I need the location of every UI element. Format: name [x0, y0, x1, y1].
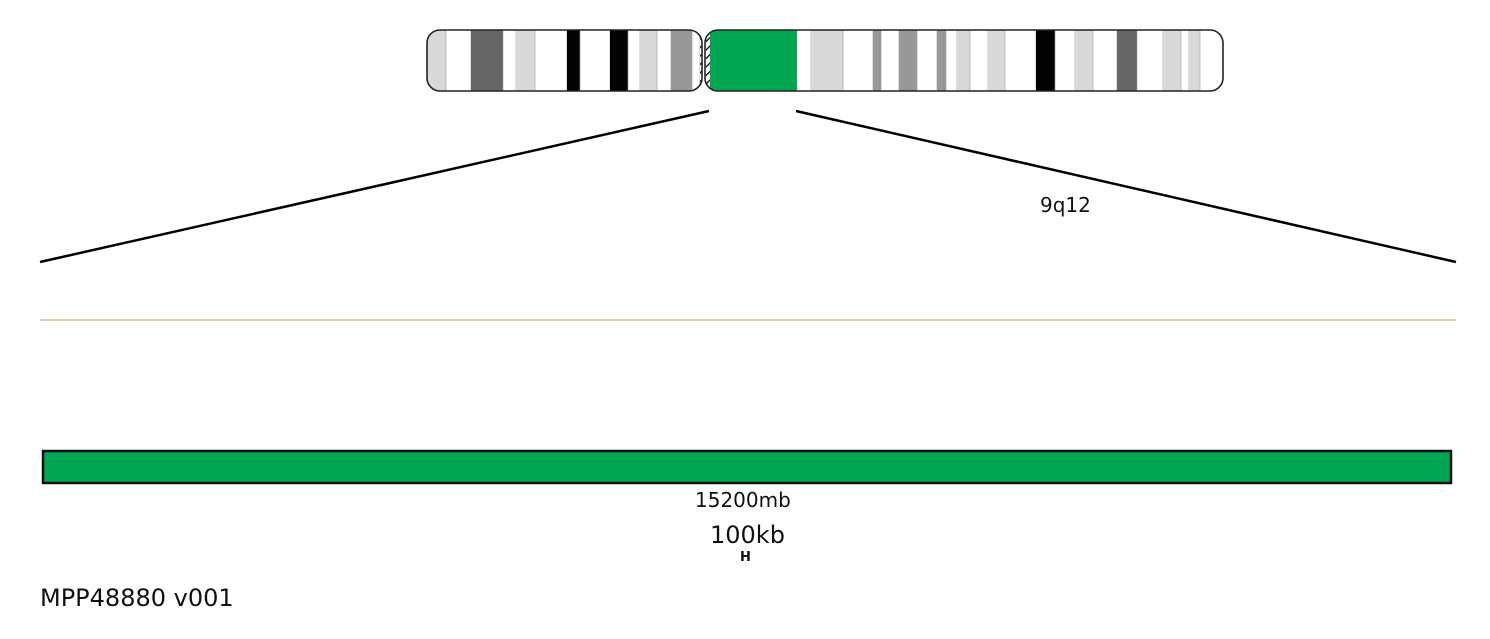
chromosome-band	[471, 30, 503, 91]
chromosome-q-arm-outline	[704, 29, 1224, 92]
chromosome-band	[691, 30, 701, 91]
chromosome-band	[1092, 30, 1118, 91]
chromosome-band	[445, 30, 472, 91]
chromosome-band	[710, 30, 797, 91]
probe-region-bar	[41, 449, 1453, 485]
chromosome-band	[706, 30, 710, 91]
chromosome-band	[969, 30, 989, 91]
chromosome-band	[1054, 30, 1076, 91]
chromosome-band	[1199, 30, 1223, 91]
chromosome-band	[880, 30, 900, 91]
chromosome-band	[1117, 30, 1137, 91]
chromosome-band	[502, 30, 517, 91]
chromosome-band	[988, 30, 1005, 91]
zoom-line-right	[795, 109, 1457, 264]
chromosome-band	[516, 30, 535, 91]
chromosome-band	[534, 30, 568, 91]
chromosome-band	[916, 30, 938, 91]
chromosome-band	[1004, 30, 1037, 91]
chromosome-band	[610, 30, 628, 91]
chromosome-band	[1036, 30, 1055, 91]
chromosome-band	[427, 30, 446, 91]
chromosome-band	[1136, 30, 1164, 91]
probe-id-label: MPP48880 v001	[40, 584, 234, 612]
chromosome-band	[842, 30, 874, 91]
chromosome-band	[671, 30, 692, 91]
chromosome-band	[700, 30, 702, 91]
region-size-label: 15200mb	[695, 488, 791, 512]
chromosome-band	[873, 30, 881, 91]
chromosome-band	[1180, 30, 1190, 91]
chromosome-band	[627, 30, 641, 91]
chromosome-band	[1163, 30, 1181, 91]
chromosome-ideogram	[426, 29, 1224, 92]
cytoband-label: 9q12	[1040, 193, 1091, 217]
chromosome-band	[656, 30, 672, 91]
chromosome-band	[937, 30, 946, 91]
scale-label: 100kb	[710, 521, 785, 549]
chromosome-band	[811, 30, 843, 91]
chromosome-band	[945, 30, 958, 91]
chromosome-band	[567, 30, 580, 91]
chromosome-band	[796, 30, 812, 91]
chromosome-band	[579, 30, 611, 91]
chromosome-band	[1189, 30, 1200, 91]
scale-bar-icon: H	[740, 550, 751, 565]
chromosome-band	[899, 30, 917, 91]
chromosome-band	[1075, 30, 1093, 91]
chromosome-p-arm-outline	[426, 29, 703, 92]
zoom-line-left	[39, 109, 710, 264]
chromosome-band	[957, 30, 970, 91]
chromosome-band	[640, 30, 657, 91]
